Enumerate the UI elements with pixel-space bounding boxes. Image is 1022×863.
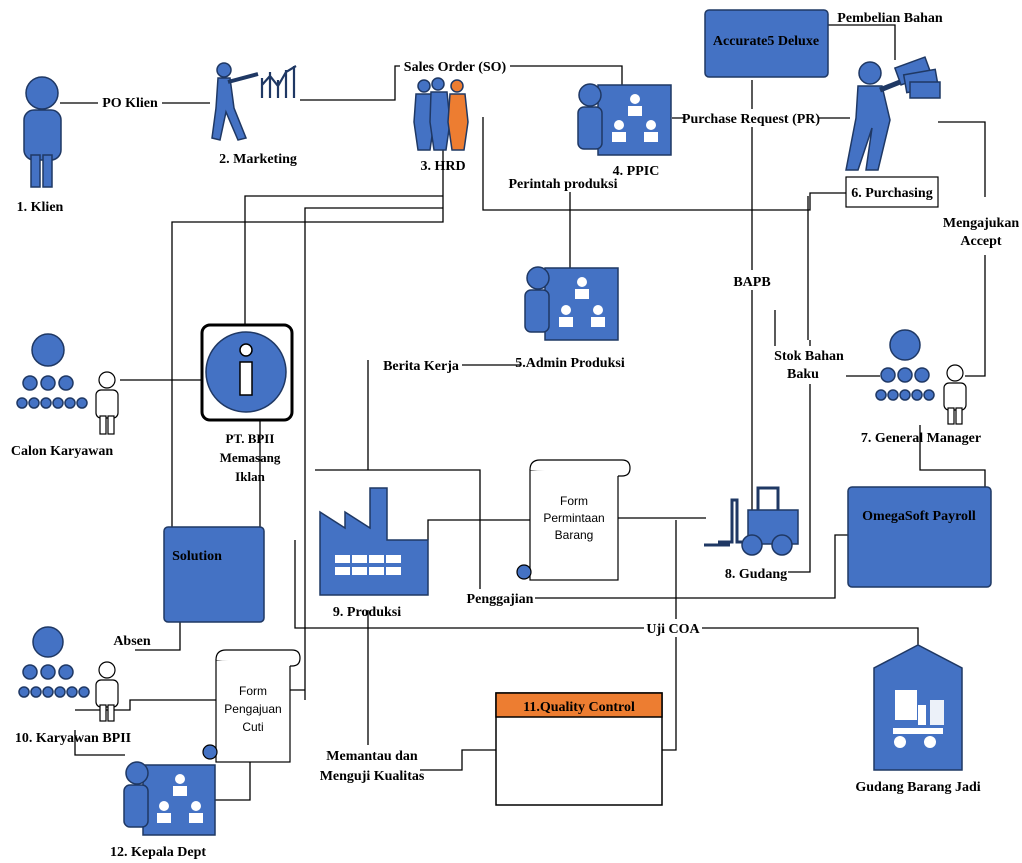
line-accept bbox=[965, 255, 986, 377]
gudang-label: 8. Gudang bbox=[725, 567, 787, 582]
produksi-label: 9. Produksi bbox=[333, 605, 401, 620]
hrd-label: 3. HRD bbox=[420, 159, 465, 174]
gudang-barang-jadi-label: Gudang Barang Jadi bbox=[855, 780, 980, 795]
klien-label: 1. Klien bbox=[17, 200, 64, 215]
pembelian-bahan-label: Pembelian Bahan bbox=[837, 11, 943, 26]
bpii-label-1: PT. BPII bbox=[226, 431, 275, 446]
line-memantau bbox=[420, 749, 496, 771]
line-hrd-purchasing bbox=[482, 117, 848, 211]
kepala-dept-team-icon[interactable] bbox=[123, 761, 216, 836]
accept-label: Accept bbox=[960, 234, 1002, 249]
line-absen bbox=[135, 622, 181, 651]
form-cuti-scroll-icon[interactable] bbox=[202, 649, 301, 763]
info-icon[interactable] bbox=[200, 323, 294, 422]
absen-label: Absen bbox=[113, 634, 151, 649]
gudang-barang-jadi-icon[interactable] bbox=[873, 644, 963, 771]
uji-coa-label: Uji COA bbox=[646, 622, 700, 637]
form-permintaan-scroll-icon[interactable] bbox=[516, 459, 631, 581]
general-manager-label: 7. General Manager bbox=[861, 431, 981, 446]
bapb-label: BAPB bbox=[733, 275, 770, 290]
flow-labels: PO Klien Sales Order (SO) Pembelian Baha… bbox=[98, 11, 1020, 784]
accurate-label: Accurate5 Deluxe bbox=[713, 34, 819, 49]
line-produksi-top bbox=[315, 469, 481, 590]
omegasoft-box[interactable]: OmegaSoft Payroll bbox=[847, 486, 992, 588]
line-marketing-hrd bbox=[300, 83, 396, 101]
admin-produksi-team-icon[interactable] bbox=[524, 266, 619, 341]
line-uji-coa bbox=[294, 540, 919, 650]
solution-box[interactable]: Solution bbox=[163, 526, 265, 623]
form-cuti-line2: Pengajuan bbox=[224, 702, 281, 716]
form-cuti-line3: Cuti bbox=[242, 720, 263, 734]
ppic-team-icon[interactable] bbox=[577, 83, 672, 156]
mengajukan-label: Mengajukan bbox=[943, 216, 1019, 231]
line-hrd-solution bbox=[171, 120, 444, 527]
accurate-box[interactable]: Accurate5 Deluxe bbox=[704, 9, 829, 78]
bpii-label-3: Iklan bbox=[235, 469, 265, 484]
baku-label: Baku bbox=[787, 367, 819, 382]
berita-kerja-label: Berita Kerja bbox=[383, 359, 459, 374]
purchasing-label-box bbox=[845, 176, 939, 208]
sales-order-label: Sales Order (SO) bbox=[404, 60, 507, 75]
penggajian-label: Penggajian bbox=[467, 592, 534, 607]
connector-lines bbox=[60, 24, 986, 801]
purchasing-label: 6. Purchasing bbox=[851, 186, 932, 201]
line-produksi-gudang bbox=[427, 517, 706, 540]
line-kepala-cuti bbox=[215, 745, 251, 801]
klien-person-icon[interactable] bbox=[23, 76, 62, 188]
bpii-label-2: Memasang bbox=[220, 450, 281, 465]
purchasing-buyer-icon[interactable] bbox=[845, 56, 941, 171]
marketing-label: 2. Marketing bbox=[219, 152, 297, 167]
kepala-dept-label: 12. Kepala Dept bbox=[110, 845, 206, 860]
karyawan-label: 10. Karyawan BPII bbox=[15, 731, 131, 746]
gudang-forklift-icon[interactable] bbox=[704, 486, 799, 556]
calon-karyawan-icon[interactable] bbox=[16, 333, 119, 435]
line-hrd-cuti bbox=[304, 207, 443, 700]
line-hrd-bpii bbox=[244, 195, 443, 325]
ppic-label: 4. PPIC bbox=[613, 164, 660, 179]
line-coa-qc bbox=[662, 520, 677, 751]
line-penggajian bbox=[535, 534, 848, 599]
form-cuti-line1: Form bbox=[239, 684, 267, 698]
calon-karyawan-label: Calon Karyawan bbox=[11, 444, 114, 459]
quality-control-label: 11.Quality Control bbox=[523, 700, 635, 715]
line-karyawan-kepala bbox=[74, 730, 125, 756]
karyawan-bpii-icon[interactable] bbox=[18, 626, 119, 722]
general-manager-icon[interactable] bbox=[875, 329, 967, 425]
form-permintaan-line2: Permintaan bbox=[543, 511, 604, 525]
produksi-factory-icon[interactable] bbox=[319, 487, 429, 596]
omegasoft-label: OmegaSoft Payroll bbox=[862, 509, 976, 524]
purchase-request-label: Purchase Request (PR) bbox=[682, 112, 821, 127]
hrd-group-icon[interactable] bbox=[413, 77, 469, 151]
admin-produksi-label: 5.Admin Produksi bbox=[515, 356, 625, 371]
quality-control-box[interactable]: 11.Quality Control bbox=[495, 692, 663, 806]
menguji-label: Menguji Kualitas bbox=[320, 769, 425, 784]
line-gudang-stok bbox=[788, 340, 811, 573]
line-pembelian bbox=[818, 24, 896, 60]
po-klien-label: PO Klien bbox=[102, 96, 158, 111]
marketing-presenter-icon[interactable] bbox=[211, 62, 297, 141]
memantau-label: Memantau dan bbox=[326, 749, 418, 764]
line-berita-kerja bbox=[367, 360, 520, 470]
form-permintaan-line1: Form bbox=[560, 494, 588, 508]
stok-bahan-label: Stok Bahan bbox=[774, 349, 844, 364]
solution-label: Solution bbox=[172, 549, 222, 564]
perintah-produksi-label: Perintah produksi bbox=[508, 177, 617, 192]
line-mengajukan bbox=[938, 121, 986, 197]
form-permintaan-line3: Barang bbox=[555, 528, 594, 542]
line-gm-omegasoft bbox=[919, 425, 986, 487]
